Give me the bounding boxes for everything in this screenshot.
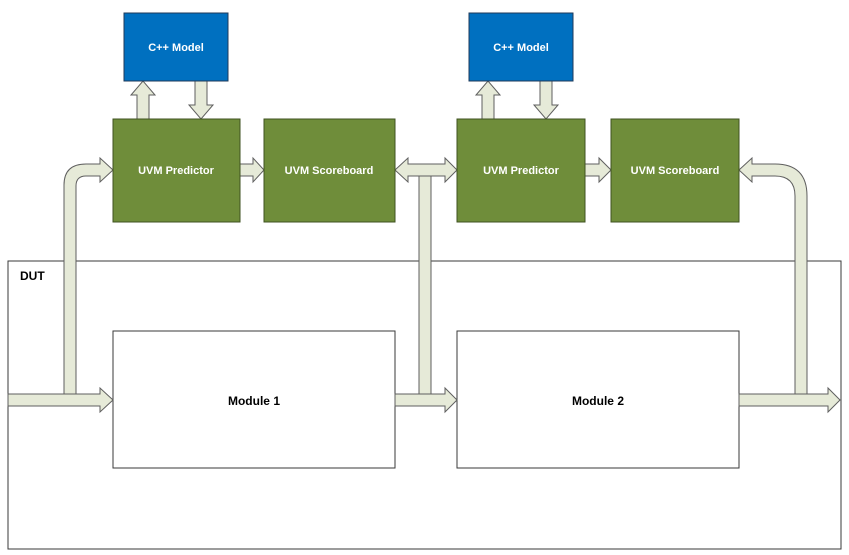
predictor-2-to-model-2-arrow [474,80,502,120]
predictor-1-to-scoreboard-1-arrow [239,156,265,184]
module-2-output-arrow [738,386,841,414]
cpp-model-1-box [123,12,229,82]
tap-arrow-predictor-1 [63,156,114,395]
uvm-predictor-2-label: UVM Predictor [483,165,560,177]
module-1-output-arrow [394,386,458,414]
uvm-predictor-2-box [456,118,586,223]
model-2-to-predictor-2-arrow [532,80,560,120]
uvm-scoreboard-1-box [263,118,396,223]
cpp-model-1-label: C++ Model [148,42,204,54]
uvm-scoreboard-1-label: UVM Scoreboard [285,165,374,177]
uvm-scoreboard-2-box [610,118,740,223]
tap-arrow-scoreboard-2 [738,156,808,395]
tap-bar-middle [418,175,432,395]
uvm-predictor-1-box [112,118,241,223]
dut-label: DUT [20,269,45,283]
module-1-label: Module 1 [228,394,280,408]
predictor-2-to-scoreboard-2-arrow [584,156,612,184]
predictor-1-to-model-1-arrow [129,80,157,120]
cpp-model-2-box [468,12,574,82]
module-2-label: Module 2 [572,394,624,408]
uvm-predictor-1-label: UVM Predictor [138,165,215,177]
module-2-box [456,330,740,469]
uvm-scoreboard-2-label: UVM Scoreboard [631,165,720,177]
cpp-model-2-label: C++ Model [493,42,549,54]
input-arrow [7,386,114,414]
model-1-to-predictor-1-arrow [187,80,215,120]
module-1-box [112,330,396,469]
